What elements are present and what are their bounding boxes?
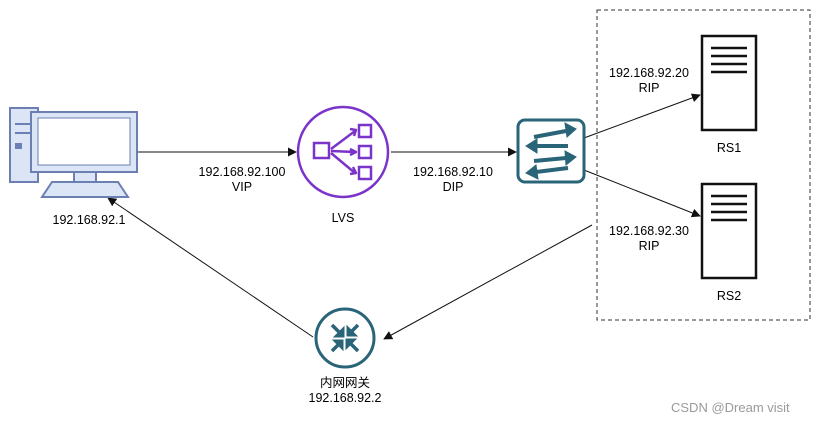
load-balancer-icon [296,105,390,199]
server-icon-rs1 [700,34,758,132]
server-icon-rs2 [700,182,758,280]
rs1-label: RS1 [716,141,742,155]
edge-gateway-to-client [107,197,314,338]
vip-label: 192.168.92.100 VIP [198,165,286,194]
switch-icon [516,118,586,184]
dip-label: 192.168.92.10 DIP [413,165,493,194]
edge-switch-to-rs2 [583,169,701,218]
client-ip-label: 192.168.92.1 [52,213,126,227]
router-icon [314,307,376,369]
real-server-group [596,9,811,321]
watermark: CSDN @Dream visit [671,400,790,415]
edge-rs2-to-gateway [383,224,593,340]
edge-switch-to-rs1 [583,93,701,139]
lvs-label: LVS [331,211,355,225]
rs2-label: RS2 [716,289,742,303]
rs2-rip-label: 192.168.92.30 RIP [609,224,689,253]
gateway-label: 内网网关 192.168.92.2 [308,376,382,405]
computer-icon [9,107,138,198]
rs1-rip-label: 192.168.92.20 RIP [609,66,689,95]
